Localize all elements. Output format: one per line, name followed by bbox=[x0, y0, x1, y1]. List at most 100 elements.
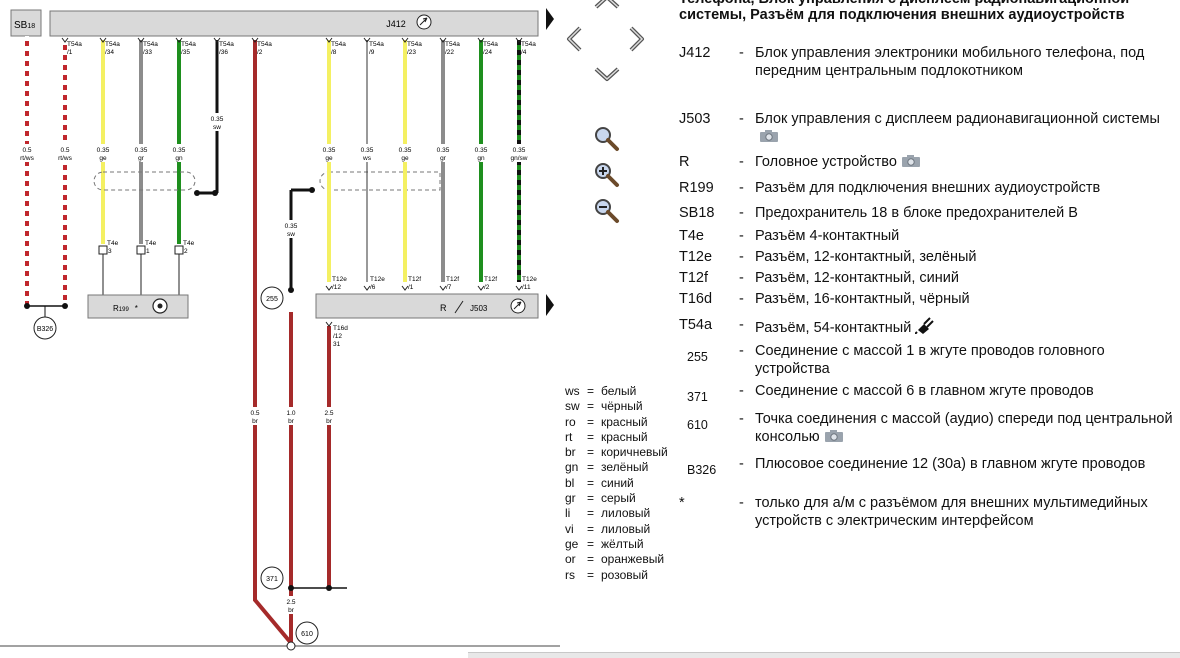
pin-marker bbox=[325, 321, 333, 327]
wire-size-label: 0.35 bbox=[437, 147, 450, 154]
pin-marker bbox=[175, 37, 183, 43]
wire-label-background bbox=[167, 144, 191, 162]
r-j503-separator bbox=[454, 300, 464, 314]
legend-description: Разъём для подключения внешних аудиоустр… bbox=[755, 179, 1175, 197]
pin-connector-label: T54a bbox=[219, 41, 234, 48]
color-equals: = bbox=[587, 399, 595, 414]
pan-down-button[interactable] bbox=[590, 60, 624, 90]
pin-number-label: /4 bbox=[521, 49, 527, 56]
legend-dash: - bbox=[739, 411, 744, 427]
pin-connector-label: T54a bbox=[143, 41, 158, 48]
g610-label: 610 bbox=[301, 631, 313, 638]
wiring-diagram: J412 SB18 B326 T4e 3 T4e 1 T4e 2 R199* bbox=[0, 8, 560, 651]
wire-label-background bbox=[279, 596, 303, 614]
legend-description: Плюсовое соединение 12 (30a) в главном ж… bbox=[755, 455, 1175, 473]
wire-color-label: br bbox=[252, 418, 259, 425]
shield-outline-left bbox=[93, 171, 196, 191]
sb18-label: SB18 bbox=[14, 20, 35, 31]
wire-label-background bbox=[355, 144, 379, 162]
legend-description-text: только для а/м с разъёмом для внешних му… bbox=[755, 495, 1148, 529]
wire-color-label: ge bbox=[401, 155, 409, 162]
pin-marker bbox=[439, 285, 447, 291]
color-equals: = bbox=[587, 475, 595, 490]
color-name: чёрный bbox=[601, 399, 643, 414]
legend-description: Разъём, 12-контактный, зелёный bbox=[755, 248, 1175, 266]
wire-label-background bbox=[317, 407, 341, 425]
pan-right-button[interactable] bbox=[620, 24, 654, 54]
pin-connector-label: T54a bbox=[521, 41, 536, 48]
pin-connector-label: T12e bbox=[332, 276, 347, 283]
chevron-left-icon bbox=[567, 26, 582, 52]
zoom-in-button[interactable] bbox=[592, 160, 622, 190]
zoom-in-icon bbox=[595, 163, 619, 187]
chevron-down-icon bbox=[594, 67, 620, 81]
pin-number-label: /1 bbox=[408, 284, 414, 291]
g371-label: 371 bbox=[266, 576, 278, 583]
pin-number-label: /2 bbox=[484, 284, 490, 291]
continuation-arrow-right-icon bbox=[546, 8, 554, 30]
legend-description-text: Разъём для подключения внешних аудиоустр… bbox=[755, 180, 1101, 196]
legend-description-text: Разъём, 16-контактный, чёрный bbox=[755, 291, 970, 307]
wire-size-label: 0.5 bbox=[60, 147, 69, 154]
legend-code: SB18 bbox=[679, 205, 715, 221]
connector-plug-icon[interactable] bbox=[915, 316, 935, 334]
legend-dash: - bbox=[739, 456, 744, 472]
color-abbreviation: vi bbox=[565, 521, 574, 536]
junction-dot bbox=[326, 585, 332, 591]
legend-code: 371 bbox=[687, 390, 708, 404]
legend-description-text: Предохранитель 18 в блоке предохранителе… bbox=[755, 205, 1078, 221]
horizontal-scrollbar[interactable] bbox=[468, 652, 1180, 658]
wire-size-label: 0.35 bbox=[475, 147, 488, 154]
camera-icon[interactable] bbox=[824, 429, 844, 443]
color-abbreviation: bl bbox=[565, 475, 575, 490]
r199-socket-icon bbox=[152, 298, 168, 314]
wire-color-label: br bbox=[288, 607, 295, 614]
color-equals: = bbox=[587, 414, 595, 429]
color-code-row: rs=розовый bbox=[565, 568, 680, 583]
wire-color-label: gn/sw bbox=[511, 155, 528, 162]
wire-label-background bbox=[129, 144, 153, 162]
color-code-row: gr=серый bbox=[565, 491, 680, 506]
sb18-fuse bbox=[10, 9, 42, 37]
color-equals: = bbox=[587, 536, 595, 551]
t4e-label-b: 3 bbox=[108, 248, 112, 255]
wire-color-label: ge bbox=[325, 155, 333, 162]
color-name: жёлтый bbox=[601, 536, 644, 551]
wire-label-background bbox=[15, 144, 39, 162]
t4e-label-b: 2 bbox=[184, 248, 188, 255]
b326-label: B326 bbox=[37, 326, 53, 333]
pin-marker bbox=[477, 285, 485, 291]
color-name: розовый bbox=[601, 567, 648, 582]
pin-number-label: /23 bbox=[407, 49, 416, 56]
legend-description: Предохранитель 18 в блоке предохранителе… bbox=[755, 204, 1175, 222]
pin-connector-label: T54a bbox=[331, 41, 346, 48]
legend-description-text: Разъём, 54-контактный bbox=[755, 320, 912, 336]
wire-color-label: gr bbox=[440, 155, 447, 162]
legend-description-text: Плюсовое соединение 12 (30a) в главном ж… bbox=[755, 456, 1146, 472]
camera-icon[interactable] bbox=[759, 129, 779, 143]
zoom-reset-button[interactable] bbox=[592, 124, 622, 154]
color-equals: = bbox=[587, 460, 595, 475]
pin-connector-label: T54a bbox=[445, 41, 460, 48]
color-abbreviation: rs bbox=[565, 567, 575, 582]
t4e-label-b: 1 bbox=[146, 248, 150, 255]
j503-device-icon bbox=[510, 298, 526, 314]
legend-code: J412 bbox=[679, 45, 711, 61]
pin-marker bbox=[477, 37, 485, 43]
pin-marker bbox=[439, 37, 447, 43]
legend-description: Соединение с массой 1 в жгуте проводов г… bbox=[755, 342, 1175, 378]
legend-dash: - bbox=[739, 154, 744, 170]
pan-up-button[interactable] bbox=[590, 0, 624, 16]
camera-icon[interactable] bbox=[901, 154, 921, 168]
legend-code: T16d bbox=[679, 291, 713, 307]
t4e-pin-2 bbox=[174, 245, 184, 255]
zoom-out-button[interactable] bbox=[592, 196, 622, 226]
junction-dot bbox=[194, 190, 200, 196]
pin-number-label: /2 bbox=[257, 49, 263, 56]
junction-dot bbox=[309, 187, 315, 193]
t4e-pin-1 bbox=[136, 245, 146, 255]
wire-label-background bbox=[279, 220, 303, 238]
pan-left-button[interactable] bbox=[557, 24, 591, 54]
wire-size-label: 2.5 bbox=[324, 410, 333, 417]
